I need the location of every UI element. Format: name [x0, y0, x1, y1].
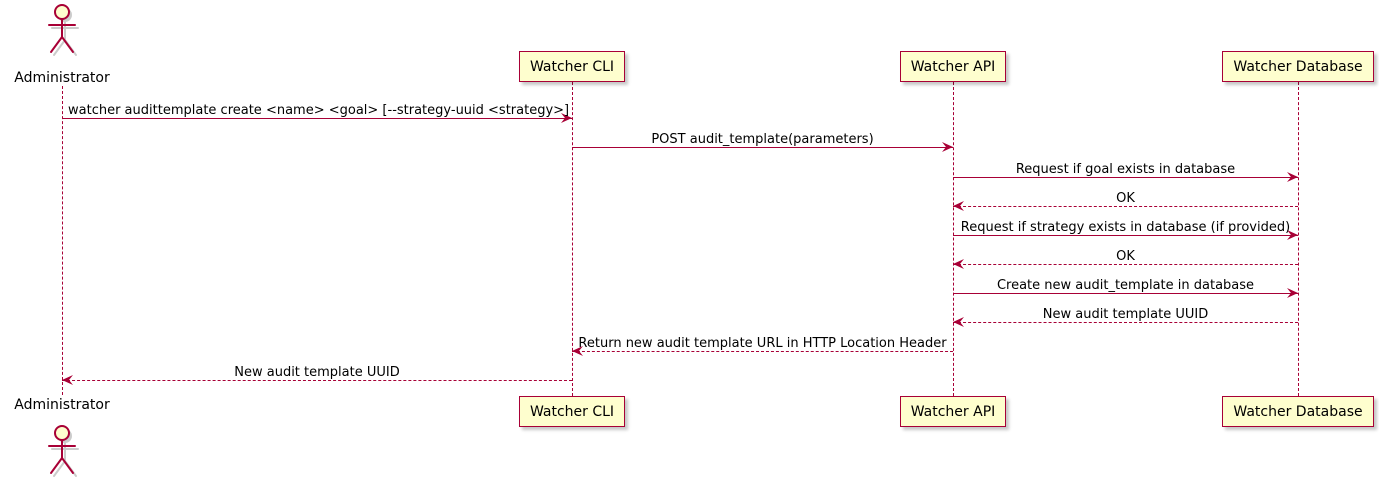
message-label-8: New audit template UUID [1042, 307, 1209, 322]
lifeline-watcher-cli [572, 82, 573, 396]
lifeline-watcher-api [953, 82, 954, 396]
actor-figure-administrator-top [40, 2, 84, 60]
message-line-6 [953, 264, 1298, 265]
message-label-1: watcher audittemplate create <name> <goa… [68, 103, 570, 118]
lifeline-watcher-database [1298, 82, 1299, 396]
message-label-9: Return new audit template URL in HTTP Lo… [578, 336, 947, 351]
message-line-2 [572, 147, 953, 148]
message-line-4 [953, 206, 1298, 207]
participant-box-watcher-api-bottom[interactable]: Watcher API [899, 396, 1007, 427]
message-label-7: Create new audit_template in database [996, 278, 1255, 293]
message-line-3 [953, 177, 1298, 178]
message-line-8 [953, 322, 1298, 323]
actor-label-administrator-top: Administrator [14, 70, 110, 86]
message-line-5 [953, 235, 1298, 236]
message-line-1 [62, 118, 572, 119]
message-line-9 [572, 351, 953, 352]
lifeline-administrator [62, 86, 63, 395]
participant-box-watcher-cli-top[interactable]: Watcher CLI [518, 51, 626, 82]
message-label-2: POST audit_template(parameters) [651, 132, 874, 147]
message-line-7 [953, 293, 1298, 294]
message-label-6: OK [1116, 249, 1135, 264]
actor-label-administrator-bottom: Administrator [14, 397, 110, 413]
message-label-10: New audit template UUID [234, 365, 400, 380]
message-line-10 [62, 380, 572, 381]
participant-box-watcher-api-top[interactable]: Watcher API [899, 51, 1007, 82]
participant-box-watcher-cli-bottom[interactable]: Watcher CLI [518, 396, 626, 427]
actor-figure-administrator-bottom [40, 423, 84, 481]
participant-box-watcher-database-top[interactable]: Watcher Database [1222, 51, 1374, 82]
message-label-5: Request if strategy exists in database (… [960, 220, 1291, 235]
participant-box-watcher-database-bottom[interactable]: Watcher Database [1222, 396, 1374, 427]
message-label-4: OK [1116, 191, 1135, 206]
message-label-3: Request if goal exists in database [1015, 162, 1236, 177]
